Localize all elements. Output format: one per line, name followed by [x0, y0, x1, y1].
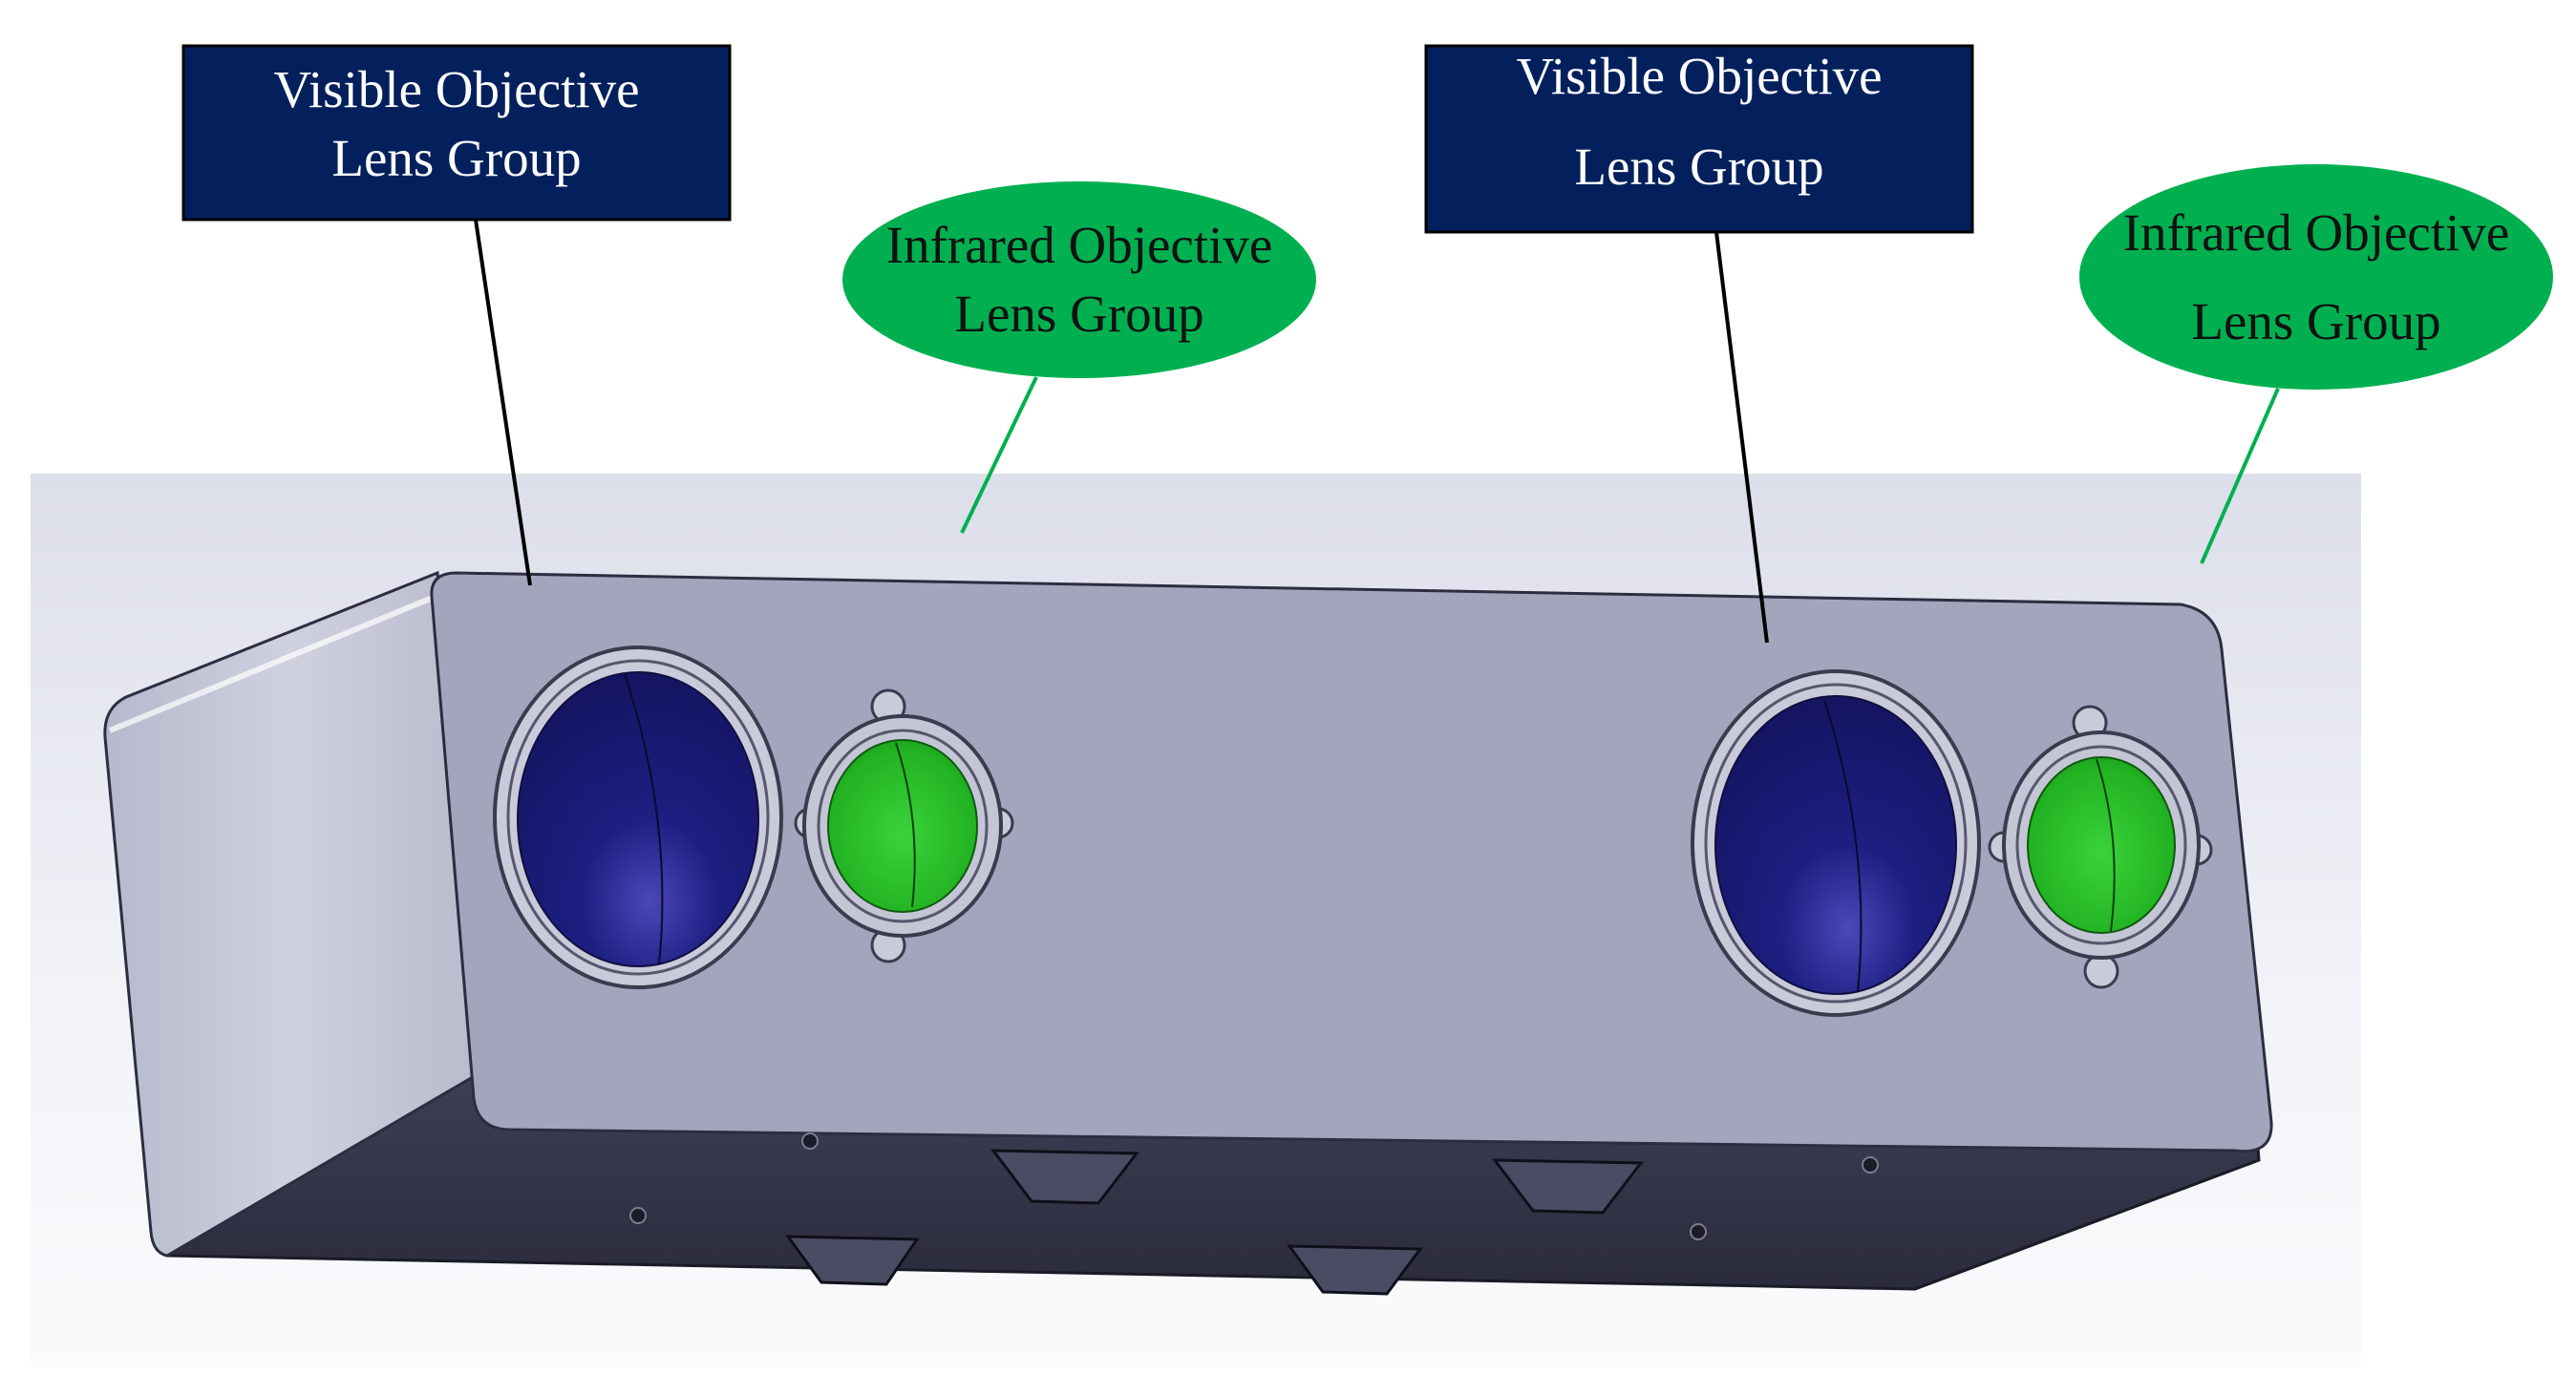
callout-visible-left-line2: Lens Group [331, 129, 581, 187]
leader-line-visible-right [1714, 231, 1769, 644]
callout-visible-left: Visible Objective Lens Group [181, 44, 732, 222]
leader-line-infrared-left [960, 376, 1038, 534]
mounting-holes [629, 1132, 1879, 1240]
infrared-lens-left [794, 688, 1014, 963]
callout-infrared-left-line2: Lens Group [954, 285, 1203, 343]
callout-infrared-right: Infrared Objective Lens Group [2079, 164, 2553, 390]
infrared-lens-right [1988, 705, 2213, 989]
visible-lens-left [493, 645, 783, 989]
leader-line-infrared-right [2200, 388, 2280, 564]
leader-line-visible-left [474, 219, 532, 586]
callout-infrared-right-line1: Infrared Objective [2123, 203, 2510, 262]
callout-visible-right: Visible Objective Lens Group [1424, 44, 1974, 234]
callout-infrared-left-line1: Infrared Objective [886, 216, 1273, 274]
callout-visible-left-line1: Visible Objective [273, 60, 639, 118]
callout-infrared-right-line2: Lens Group [2191, 292, 2440, 350]
callout-infrared-left: Infrared Objective Lens Group [842, 181, 1316, 378]
mounting-slots [785, 1149, 1645, 1296]
callout-visible-right-line2: Lens Group [1574, 137, 1823, 196]
visible-lens-right [1691, 669, 1981, 1017]
callout-visible-right-line1: Visible Objective [1516, 47, 1882, 105]
side-face-bevel [108, 594, 436, 733]
